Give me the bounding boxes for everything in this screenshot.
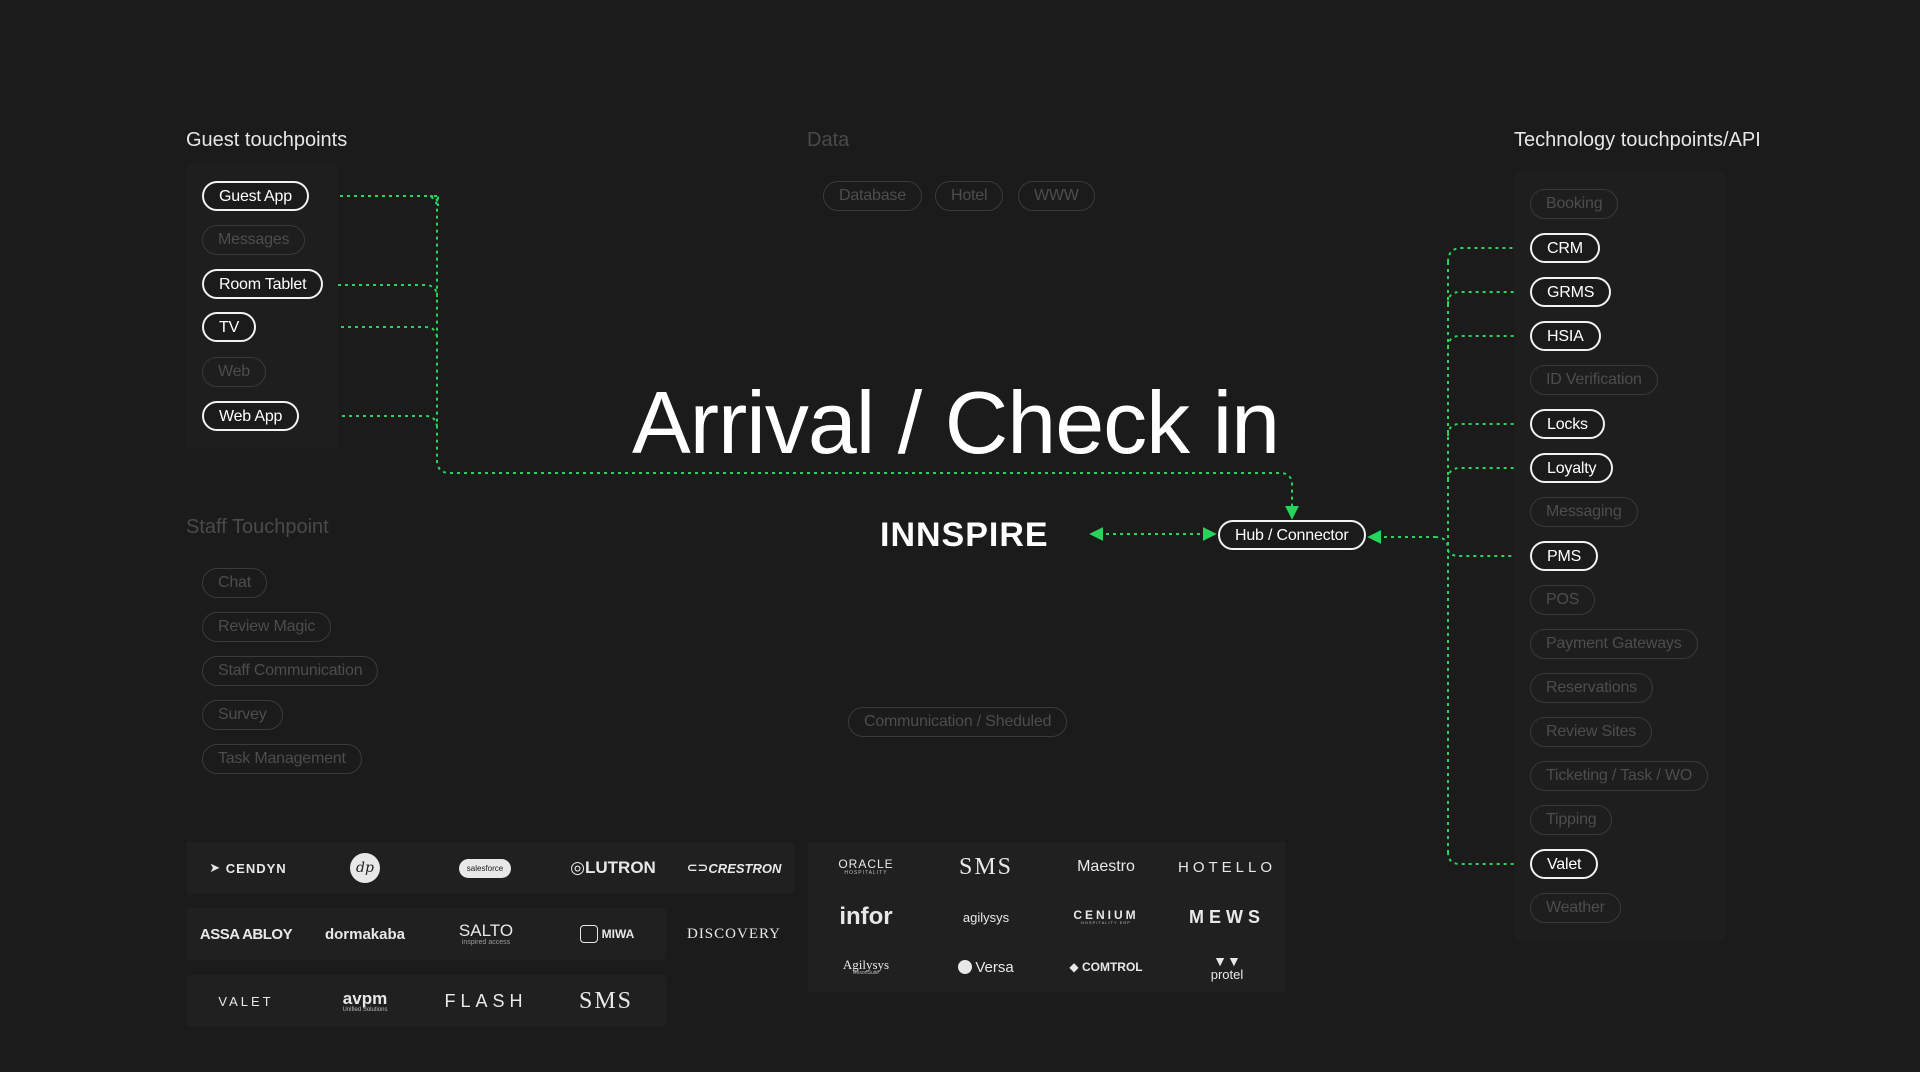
agilysys-logo: agilysys (962, 909, 1010, 925)
sms-logo-right: SMS (958, 853, 1014, 880)
line-room-tablet (321, 278, 438, 298)
pill-id-verification[interactable]: ID Verification (1530, 365, 1658, 395)
miwa-logo: MIWA (555, 909, 659, 959)
dormakaba-logo: dormakaba (324, 925, 406, 943)
pill-messages[interactable]: Messages (202, 225, 306, 255)
pill-weather[interactable]: Weather (1530, 893, 1621, 923)
partner-logos-row3-panel (186, 975, 666, 1027)
pill-booking[interactable]: Booking (1530, 189, 1619, 219)
pill-review-sites[interactable]: Review Sites (1530, 717, 1653, 747)
pill-chat[interactable]: Chat (202, 568, 267, 598)
pill-survey[interactable]: Survey (202, 700, 283, 730)
pill-grms[interactable]: GRMS (1530, 277, 1612, 307)
line-pms (1434, 536, 1529, 563)
mews-logo: MEWS (1189, 906, 1265, 927)
pill-tv[interactable]: TV (202, 312, 257, 342)
versa-logo: Versa (938, 942, 1034, 992)
line-valet (1447, 851, 1529, 871)
salesforce-logo: salesforce (430, 843, 540, 893)
line-tv (254, 320, 438, 340)
line-web-app (297, 409, 438, 429)
lutron-logo: ◎LUTRON (570, 858, 656, 877)
partner-logos-row2-panel (186, 908, 666, 960)
line-grms (1447, 285, 1529, 305)
valet-logo: VALET (218, 993, 274, 1009)
data-title: Data (807, 129, 850, 151)
line-locks (1447, 417, 1529, 437)
staff-touchpoint-title: Staff Touchpoint (186, 516, 329, 538)
partner-logos-right-panel (808, 842, 1286, 992)
hotello-logo: HOTELLO (1177, 858, 1277, 876)
line-loyalty (1447, 461, 1529, 481)
line-hsia (1447, 329, 1529, 349)
pill-ticketing[interactable]: Ticketing / Task / WO (1530, 761, 1709, 791)
pill-loyalty[interactable]: Loyalty (1530, 453, 1614, 483)
crestron-logo: ⊂⊃CRESTRON (686, 860, 782, 876)
pill-review-magic[interactable]: Review Magic (202, 612, 332, 642)
cendyn-logo: ➤ CENDYN (209, 860, 287, 876)
guest-touchpoints-title: Guest touchpoints (186, 129, 348, 151)
pill-payment-gateways[interactable]: Payment Gateways (1530, 629, 1698, 659)
line-guest-app-h (309, 189, 438, 462)
comtrol-logo: ◆ COMTROL (1069, 960, 1143, 974)
pill-web[interactable]: Web (202, 357, 267, 387)
pill-web-app[interactable]: Web App (202, 401, 300, 431)
sms-logo-left: SMS (578, 987, 634, 1014)
pill-reservations[interactable]: Reservations (1530, 673, 1653, 703)
innspire-logo: INNSPIRE (880, 516, 1049, 554)
discovery-logo: DISCOVERY (686, 925, 781, 942)
pill-www[interactable]: WWW (1018, 181, 1095, 211)
pill-valet[interactable]: Valet (1530, 849, 1599, 879)
flash-logo: FLASH (444, 990, 528, 1011)
pill-hotel[interactable]: Hotel (935, 181, 1004, 211)
pill-crm[interactable]: CRM (1530, 233, 1600, 263)
hub-connector[interactable]: Hub / Connector (1218, 520, 1366, 550)
pill-pos[interactable]: POS (1530, 585, 1596, 615)
pill-staff-communication[interactable]: Staff Communication (202, 656, 379, 686)
line-trunk-hub (436, 459, 1299, 520)
tech-touchpoints-title: Technology touchpoints/API (1514, 129, 1761, 151)
pill-communication-scheduled[interactable]: Communication / Sheduled (848, 707, 1068, 737)
pill-database[interactable]: Database (823, 181, 922, 211)
pill-room-tablet[interactable]: Room Tablet (202, 269, 324, 299)
pill-task-management[interactable]: Task Management (202, 744, 362, 774)
pill-pms[interactable]: PMS (1530, 541, 1599, 571)
page-headline: Arrival / Check in (632, 373, 1280, 472)
pill-locks[interactable]: Locks (1530, 409, 1605, 439)
pill-guest-app[interactable]: Guest App (202, 181, 309, 211)
pill-hsia[interactable]: HSIA (1530, 321, 1601, 351)
guest-touchpoints-panel (186, 164, 338, 448)
protel-logo: ▼▼protel (1210, 952, 1244, 982)
maestro-logo: Maestro (1077, 858, 1135, 875)
line-crm (1447, 241, 1529, 263)
infor-logo: infor (839, 903, 893, 930)
assa-abloy-logo: ASSA ABLOY (199, 925, 293, 943)
line-guest-app (429, 195, 439, 207)
dp-logo: dp (310, 843, 420, 893)
pill-messaging[interactable]: Messaging (1530, 497, 1638, 527)
pill-tipping[interactable]: Tipping (1530, 805, 1613, 835)
